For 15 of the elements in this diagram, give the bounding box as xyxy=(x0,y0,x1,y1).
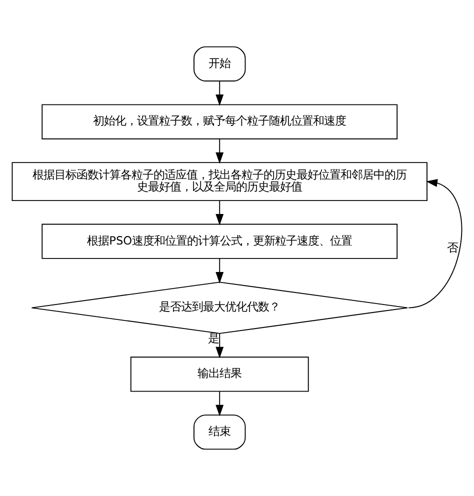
arrow xyxy=(216,333,224,358)
node-box: 输出结果 xyxy=(130,356,309,392)
node-box: 结束 xyxy=(194,414,246,450)
arrow xyxy=(216,138,224,164)
arrow xyxy=(216,80,224,106)
node-diamond: 是否达到最大优化代数？ xyxy=(31,282,408,334)
node-box: 开始 xyxy=(194,46,246,82)
node-box: 根据目标函数计算各粒子的适应值，找出各粒子的历史最好位置和邻居中的历史最好值，以及全局的历史最好值 xyxy=(12,162,428,202)
arrow xyxy=(216,390,224,416)
node-box: 根据PSO速度和位置的计算公式，更新粒子速度、位置 xyxy=(42,224,398,259)
edge-label: 否 xyxy=(446,240,458,254)
arrow xyxy=(216,258,224,284)
node-box: 初始化，设置粒子数，赋予每个粒子随机位置和速度 xyxy=(42,104,398,140)
arrow xyxy=(216,200,224,226)
arrow xyxy=(408,179,462,308)
